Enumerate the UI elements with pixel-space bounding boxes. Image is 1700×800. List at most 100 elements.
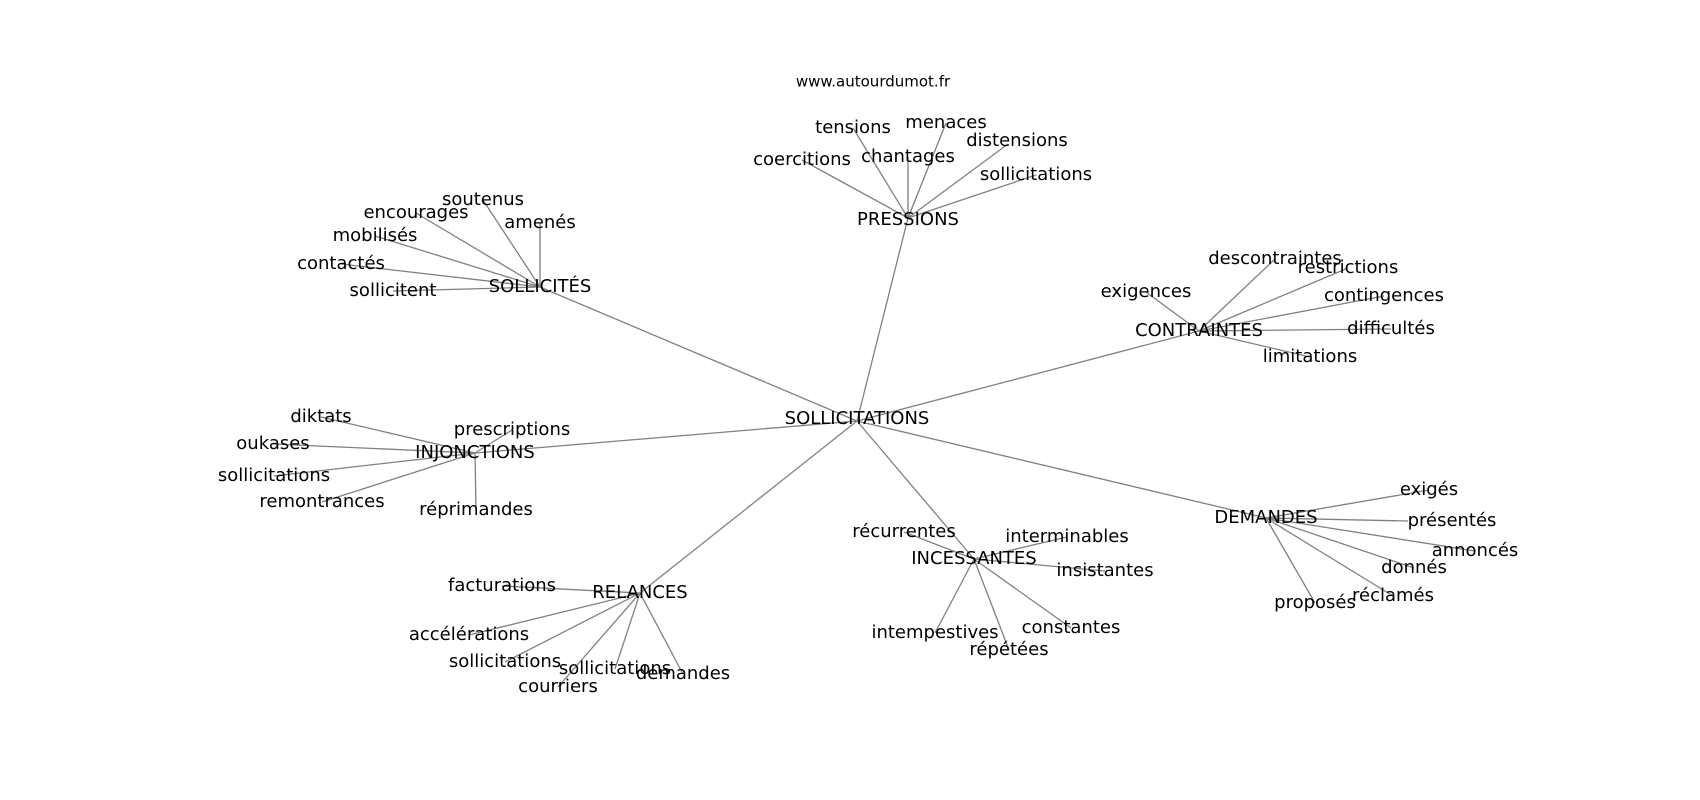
edge-5-3 <box>973 558 1072 629</box>
word-node[interactable]: récurrentes <box>852 521 955 542</box>
word-node[interactable]: menaces <box>905 112 986 133</box>
cluster-node[interactable]: PRESSIONS <box>857 209 959 230</box>
word-node[interactable]: constantes <box>1022 617 1121 638</box>
edge-5-1 <box>973 536 1068 560</box>
word-node[interactable]: réprimandes <box>419 499 533 520</box>
word-node[interactable]: prescriptions <box>454 419 570 440</box>
word-node[interactable]: donnés <box>1381 557 1447 578</box>
edge-3-4 <box>321 452 476 503</box>
word-node[interactable]: coercitions <box>753 149 851 170</box>
edge-center-1 <box>539 286 858 422</box>
edge-2-1 <box>1198 267 1349 332</box>
edge-5-2 <box>973 558 1106 572</box>
word-node[interactable]: difficultés <box>1347 318 1435 339</box>
edge-1-1 <box>415 212 541 288</box>
word-node[interactable]: contingences <box>1324 285 1444 306</box>
word-node[interactable]: présentés <box>1408 510 1497 531</box>
edge-2-0 <box>1198 258 1276 332</box>
edge-4-1 <box>1265 517 1409 522</box>
edge-2-3 <box>1198 295 1385 332</box>
word-node[interactable]: sollicitations <box>559 658 671 679</box>
edge-4-5 <box>1265 517 1316 604</box>
edge-6-4 <box>614 592 641 670</box>
word-node[interactable]: chantages <box>861 146 955 167</box>
word-node[interactable]: répétées <box>969 639 1048 660</box>
edge-0-4 <box>801 159 909 219</box>
edge-0-1 <box>907 122 947 219</box>
edge-2-2 <box>1145 291 1200 332</box>
word-node[interactable]: amenés <box>504 212 576 233</box>
edge-4-2 <box>1265 517 1476 552</box>
edge-5-5 <box>973 558 1010 651</box>
edge-3-0 <box>320 416 476 454</box>
word-node[interactable]: réclamés <box>1352 585 1434 606</box>
edge-1-5 <box>392 286 541 292</box>
word-node[interactable]: facturations <box>448 575 556 596</box>
edge-center-6 <box>639 420 858 594</box>
cluster-node[interactable]: CONTRAINTES <box>1135 320 1263 341</box>
cluster-node[interactable]: INCESSANTES <box>911 548 1036 569</box>
edge-center-2 <box>856 330 1200 422</box>
word-node[interactable]: exigés <box>1400 479 1458 500</box>
edge-center-0 <box>856 217 909 422</box>
cluster-node[interactable]: DEMANDES <box>1214 507 1317 528</box>
word-node[interactable]: encourages <box>363 202 468 223</box>
word-node[interactable]: sollicitations <box>449 651 561 672</box>
edge-3-2 <box>272 443 476 454</box>
word-node[interactable]: limitations <box>1263 346 1357 367</box>
edge-1-0 <box>482 199 541 288</box>
edge-0-0 <box>852 127 909 219</box>
word-node[interactable]: intempestives <box>871 622 998 643</box>
word-node[interactable]: sollicitations <box>980 164 1092 185</box>
edge-4-0 <box>1265 489 1430 519</box>
edge-3-5 <box>474 452 477 511</box>
word-node[interactable]: distensions <box>966 130 1068 151</box>
word-node[interactable]: accélérations <box>409 624 529 645</box>
word-node[interactable]: oukases <box>236 433 309 454</box>
word-node[interactable]: tensions <box>815 117 891 138</box>
cluster-node[interactable]: RELANCES <box>592 582 687 603</box>
edge-6-0 <box>501 585 641 594</box>
site-label: www.autourdumot.fr <box>796 73 951 91</box>
edge-0-5 <box>907 174 1037 219</box>
word-node[interactable]: mobilisés <box>333 225 418 246</box>
word-node[interactable]: annoncés <box>1432 540 1519 561</box>
word-node[interactable]: insistantes <box>1056 560 1153 581</box>
word-node[interactable]: soutenus <box>442 189 524 210</box>
word-node[interactable]: exigences <box>1101 281 1192 302</box>
edge-0-2 <box>907 143 1009 219</box>
word-node[interactable]: sollicitent <box>350 280 437 301</box>
edge-2-4 <box>1198 328 1392 332</box>
edge-4-4 <box>1265 517 1394 597</box>
word-node[interactable]: descontraintes <box>1208 248 1342 269</box>
word-node[interactable]: sollicitations <box>218 465 330 486</box>
word-node[interactable]: proposés <box>1274 592 1356 613</box>
edge-6-2 <box>504 592 641 663</box>
edge-5-0 <box>903 531 975 560</box>
edge-6-3 <box>557 592 641 688</box>
edge-3-3 <box>273 452 476 477</box>
edge-6-5 <box>639 592 684 675</box>
edge-center-5 <box>856 420 975 560</box>
edge-4-3 <box>1265 517 1415 569</box>
word-node[interactable]: restrictions <box>1298 257 1399 278</box>
word-node[interactable]: contactés <box>297 253 385 274</box>
edge-layer <box>272 122 1476 688</box>
word-node[interactable]: demandes <box>636 663 730 684</box>
edge-3-1 <box>474 429 513 454</box>
edge-center-4 <box>856 420 1267 519</box>
edge-5-4 <box>934 558 975 634</box>
word-node[interactable]: diktats <box>290 406 351 427</box>
edge-1-4 <box>340 263 541 288</box>
word-node[interactable]: remontrances <box>259 491 384 512</box>
word-node[interactable]: courriers <box>518 676 598 697</box>
cluster-node[interactable]: SOLLICITÉS <box>489 275 592 297</box>
cluster-node[interactable]: INJONCTIONS <box>415 442 535 463</box>
edge-2-5 <box>1198 330 1311 358</box>
center-node[interactable]: SOLLICITATIONS <box>785 408 930 429</box>
edge-center-3 <box>474 420 858 454</box>
edge-1-3 <box>374 235 541 288</box>
word-node[interactable]: interminables <box>1005 526 1128 547</box>
